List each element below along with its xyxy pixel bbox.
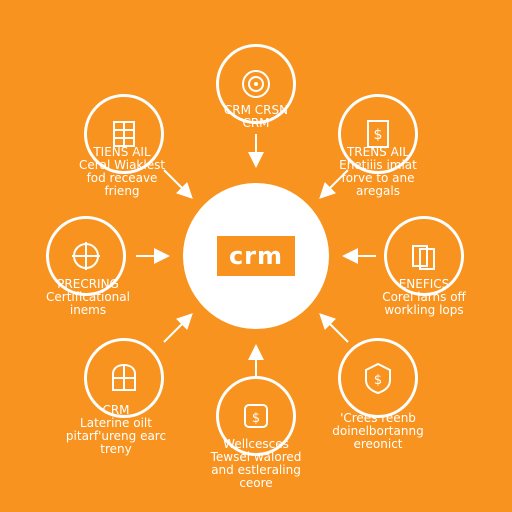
connector-bottom-right [319, 313, 349, 343]
grid-icon [113, 121, 135, 147]
folders-icon [412, 245, 435, 270]
connector-top-right [319, 169, 349, 199]
node-top-left [84, 94, 164, 174]
crm-hub: crm [183, 183, 329, 329]
node-bottom: $ [216, 376, 296, 456]
node-top-right: $ [338, 94, 418, 174]
node-bottom-left [84, 338, 164, 418]
node-right [384, 216, 464, 296]
connector-top-left [163, 169, 193, 199]
node-left-label: PRECRING Certificational inems [46, 277, 130, 317]
node-right-label: ENEFICS Corel larns off workling lops [382, 277, 466, 317]
crm-hub-label: crm [216, 236, 296, 276]
target-icon [242, 70, 270, 98]
svg-text:$: $ [374, 127, 383, 143]
node-bottom-label: Wellcesces Tewsel walored and estleralin… [210, 437, 302, 490]
node-top-right-label: TRENS AIL Ehetiiis imiat forve to ane ar… [339, 145, 417, 198]
dollar-document-icon: $ [367, 120, 389, 148]
compass-icon [72, 242, 100, 270]
node-top-label: CRM CRSN CRM [223, 103, 289, 130]
dollar-badge-icon: $ [244, 404, 268, 428]
connector-bottom-left [163, 313, 193, 343]
node-bottom-left-label: CRM Laterine oilt pitarf'ureng earc tren… [65, 403, 167, 456]
node-top-left-label: TIENS AIL Ceral Wiaklest fod receave fri… [78, 145, 166, 198]
svg-text:$: $ [252, 411, 260, 426]
node-top [216, 44, 296, 124]
node-left [46, 216, 126, 296]
window-icon [112, 363, 136, 391]
node-bottom-right-label: 'Crees reenb doinelbortanng ereonict [332, 411, 424, 451]
node-bottom-right: $ [338, 338, 418, 418]
svg-text:$: $ [374, 373, 382, 388]
dollar-shield-icon: $ [365, 362, 391, 395]
